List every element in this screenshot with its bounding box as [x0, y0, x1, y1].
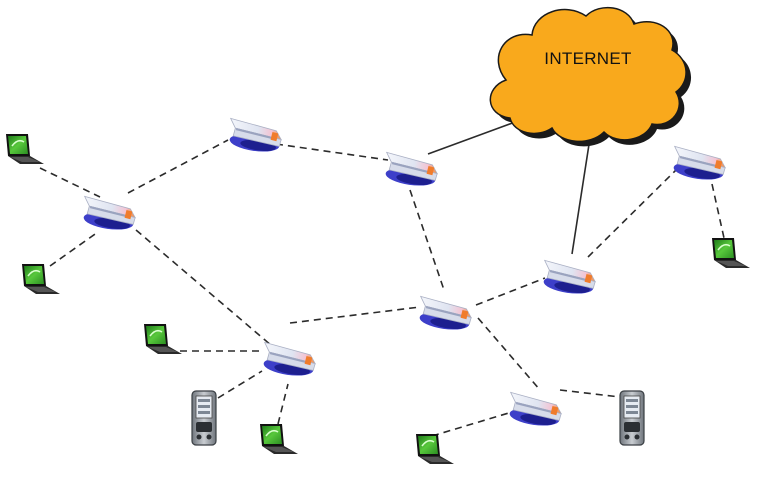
wireless-router-icon	[416, 295, 474, 333]
link-r8-pda	[559, 389, 621, 398]
network-links	[39, 117, 725, 437]
internet-label: INTERNET	[544, 49, 631, 68]
laptop-icon	[5, 133, 45, 165]
link-pda-r4	[217, 370, 263, 399]
router-nodes	[80, 117, 728, 429]
link-r5-r8	[477, 317, 541, 391]
link-r8-laptop	[431, 411, 513, 437]
link-laptop-r4-lower	[277, 383, 289, 425]
link-r1-r2	[127, 139, 229, 194]
wireless-router-icon	[382, 151, 440, 189]
link-r6-r7	[587, 169, 677, 258]
link-laptop-r1-lower	[49, 231, 99, 267]
link-r6-internet	[571, 137, 591, 255]
internet-cloud-icon: INTERNET	[489, 6, 692, 147]
wireless-router-icon	[540, 259, 598, 297]
laptop-icon	[711, 237, 751, 269]
wireless-router-icon	[506, 391, 564, 429]
wireless-router-icon	[670, 145, 728, 183]
wireless-router-icon	[226, 117, 284, 155]
link-r3-r5	[409, 189, 445, 291]
laptop-icon	[21, 263, 61, 295]
link-laptop-r1	[39, 167, 101, 198]
pda-handheld-icon	[619, 390, 645, 446]
link-r1-r4	[135, 229, 273, 347]
pda-handheld-icon	[191, 390, 217, 446]
laptop-icon	[415, 433, 455, 465]
wireless-router-icon	[80, 195, 138, 233]
link-r7-laptop	[711, 183, 725, 239]
laptop-icon	[143, 323, 183, 355]
link-r4-r5	[289, 306, 421, 324]
wireless-router-icon	[260, 341, 318, 379]
link-r2-r3	[275, 143, 389, 161]
link-r5-r6	[475, 277, 546, 306]
laptop-icon	[259, 423, 299, 455]
link-r3-internet	[427, 117, 527, 155]
